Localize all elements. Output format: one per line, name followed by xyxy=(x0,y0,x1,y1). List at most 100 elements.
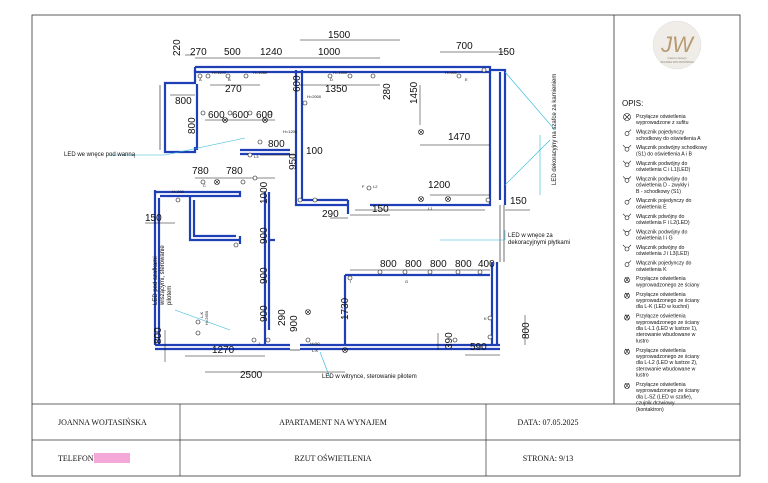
led-marker: L2 xyxy=(373,184,378,189)
dim-label: 150 xyxy=(510,196,527,207)
dim-label: 1350 xyxy=(325,84,348,95)
ceiling-light-icon xyxy=(214,179,220,185)
logo-subtitle: interior design xyxy=(668,56,687,60)
legend-item-text: Przyłącze oświetlenia xyxy=(636,348,686,354)
led-kitchen-note-line1: LED pod szafkami xyxy=(153,256,159,305)
phone-redaction xyxy=(94,453,130,463)
legend-item-text: wyprowadzonego ze ściany xyxy=(636,388,700,394)
dim-label: 270 xyxy=(190,47,207,58)
dim-label: 800 xyxy=(430,259,447,270)
legend-item-text: oświetlenia E xyxy=(636,204,667,210)
legend-item-text: wyprowadzonego ze ściany xyxy=(636,282,700,288)
height-marker: H=900 xyxy=(445,70,458,75)
switch-marker: F xyxy=(362,184,365,189)
sheet-frame xyxy=(31,14,741,477)
dim-label: 100 xyxy=(306,146,323,157)
dim-label: 150 xyxy=(372,204,389,215)
switch-double-icon xyxy=(622,229,632,236)
height-marker: H=1400 xyxy=(333,70,348,75)
height-marker: H=2650 xyxy=(204,310,209,325)
legend-item-text: Przyłącze oświetlenia xyxy=(636,382,686,388)
legend-item-text: lustro xyxy=(636,373,649,379)
legend-item-text: Włącznik pdwójny do xyxy=(636,214,685,220)
dim-label: 150 xyxy=(498,47,515,58)
dim-label: 900 xyxy=(259,305,270,322)
switch-marker: J xyxy=(258,341,260,346)
dim-label: 290 xyxy=(277,309,288,326)
switch-double-staircase-icon xyxy=(622,144,632,152)
dim-label: 1450 xyxy=(409,81,420,104)
dim-label: 800 xyxy=(175,96,192,107)
legend-item-text: oświetlenia K xyxy=(636,267,667,273)
switch-icon xyxy=(195,315,493,343)
dim-label: 780 xyxy=(192,166,209,177)
led-notes: LED we wnęce pod wanną LED pod szafkami … xyxy=(64,74,570,380)
legend-item-text: Włącznik podwójny do xyxy=(636,161,687,167)
walls xyxy=(153,65,507,351)
height-marker: H=200 xyxy=(172,189,185,194)
dim-label: 600 xyxy=(232,110,249,121)
page-number: STRONA: 9/13 xyxy=(523,454,573,463)
dim-label: 1470 xyxy=(448,132,471,143)
dim-label: 1000 xyxy=(259,181,270,204)
wall-light-icon xyxy=(624,277,630,284)
dim-label: 220 xyxy=(172,39,183,56)
switch-marker: D xyxy=(330,77,333,82)
legend-item-text: dla L-K (LED w kuchni) xyxy=(636,304,689,310)
company-logo: JW interior design JOANNA WOJTASIŃSKA xyxy=(652,20,702,70)
legend-item-text: schodkowy do oświetlenia A xyxy=(636,136,701,142)
ceiling-light-icon xyxy=(418,129,424,135)
ceiling-light-icon xyxy=(623,113,631,121)
legend-item-text: lustro xyxy=(636,338,649,344)
switch-icon xyxy=(297,185,491,203)
dim-label: 1730 xyxy=(340,297,351,320)
project-name: APARTAMENT NA WYNAJEM xyxy=(279,418,387,427)
led-window-note: LED w witrynce, sterowanie pilotem xyxy=(322,374,417,380)
ceiling-light-icon xyxy=(445,196,451,202)
ceiling-light-icon xyxy=(222,117,228,123)
dim-label: 500 xyxy=(224,47,241,58)
dim-label: 800 xyxy=(405,259,422,270)
switch-icon xyxy=(456,67,487,79)
switch-icon xyxy=(327,73,376,79)
switch-icon xyxy=(200,110,273,116)
switch-double-icon xyxy=(622,213,632,221)
dim-label: 900 xyxy=(289,315,300,332)
dim-label: 590 xyxy=(470,342,487,353)
phone-label: TELEFON: xyxy=(58,454,96,463)
height-marker: H=1200 xyxy=(283,129,298,134)
switch-icon xyxy=(197,73,249,79)
switch-marker: B xyxy=(228,77,231,82)
legend-item-text: oświetlenia C i L1(LED) xyxy=(636,167,690,173)
switch-marker: E xyxy=(465,77,468,82)
title-block xyxy=(32,403,740,476)
wall-light-icon xyxy=(624,348,630,355)
legend-item-text: sterowanie wbudowane w xyxy=(636,332,696,338)
legend-item-text: wyprowadzonego ze ściany xyxy=(636,320,700,326)
dim-label: 290 xyxy=(322,209,339,220)
switch-marker: C xyxy=(203,183,206,188)
dim-label: 1000 xyxy=(318,47,341,58)
led-marker: L-K xyxy=(199,311,204,318)
thin-lines xyxy=(159,85,505,351)
legend-item-text: Włącznik podwójny schodkowy xyxy=(636,145,708,151)
legend: OPIS: Przyłącze oświetleniawyprowadzone … xyxy=(622,99,708,413)
legend-item-text: oświetlenia F i L2(LED) xyxy=(636,220,690,226)
legend-item-text: Włącznik pdwójny do xyxy=(636,245,685,251)
wall-light-icon xyxy=(624,314,630,321)
legend-item-text: B - schodkowy (S1) xyxy=(636,189,681,195)
legend-item-text: Przyłącze oświetlenia xyxy=(636,314,686,320)
led-kitchen-note-line2: wiszącymi, sterowanie xyxy=(160,245,166,306)
title-block-text: JOANNA WOJTASIŃSKA TELEFON: APARTAMENT N… xyxy=(58,417,578,463)
switch-double-icon xyxy=(622,160,632,168)
dim-label: 600 xyxy=(256,110,273,121)
dim-label: 1270 xyxy=(212,345,235,356)
legend-item-text: dla L-L2 (LED w lustrze 2), xyxy=(636,360,697,366)
